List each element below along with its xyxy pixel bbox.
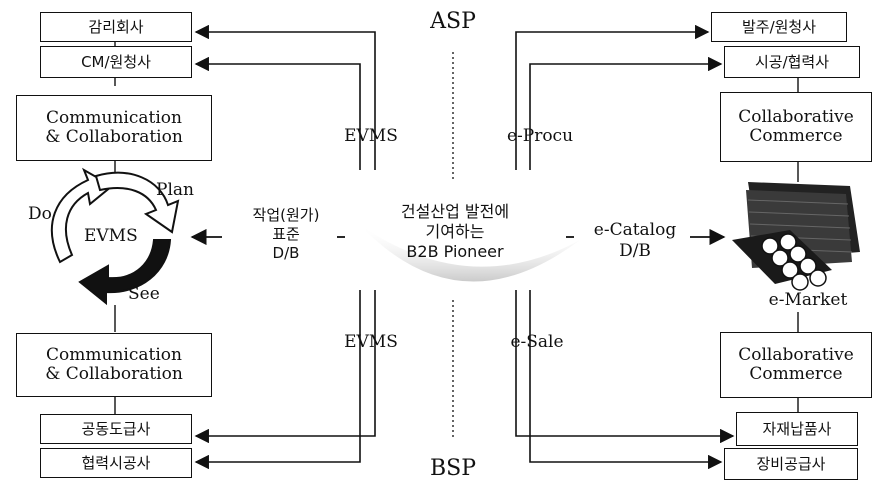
right-collab-bottom-box: Collaborative Commerce: [720, 332, 872, 398]
left-collab-top-box: Communication & Collaboration: [16, 95, 212, 161]
cycle-see-label: See: [128, 284, 160, 305]
left-top-box-2: CM/원청사: [40, 46, 192, 78]
asp-label: ASP: [420, 8, 486, 36]
left-bottom-box-2: 협력시공사: [40, 448, 192, 478]
left-top-box-1: 감리회사: [40, 12, 192, 42]
catalog-stack-icon: [732, 182, 860, 290]
e-market-label: e-Market: [748, 290, 868, 311]
right-bottom-box-1: 자재납품사: [736, 412, 858, 446]
left-flow-label: 작업(원가) 표준 D/B: [236, 206, 336, 262]
e-sale-label: e-Sale: [497, 332, 577, 353]
right-top-box-1: 발주/원청사: [711, 12, 847, 42]
evms-top-label: EVMS: [336, 126, 406, 147]
evms-bottom-label: EVMS: [336, 332, 406, 353]
e-procu-label: e-Procu: [500, 126, 580, 147]
cycle-evms-label: EVMS: [84, 226, 138, 247]
left-collab-bottom-box: Communication & Collaboration: [16, 333, 212, 397]
bsp-label: BSP: [420, 455, 486, 483]
right-top-box-2: 시공/협력사: [724, 46, 860, 78]
pioneer-label: 건설산업 발전에 기여하는 B2B Pioneer: [370, 202, 540, 262]
cycle-plan-label: Plan: [156, 180, 194, 201]
right-collab-top-box: Collaborative Commerce: [720, 92, 872, 162]
right-bottom-box-2: 장비공급사: [724, 448, 858, 480]
right-flow-label: e-Catalog D/B: [580, 220, 690, 263]
cycle-do-label: Do: [28, 204, 52, 225]
left-bottom-box-1: 공동도급사: [40, 414, 192, 444]
